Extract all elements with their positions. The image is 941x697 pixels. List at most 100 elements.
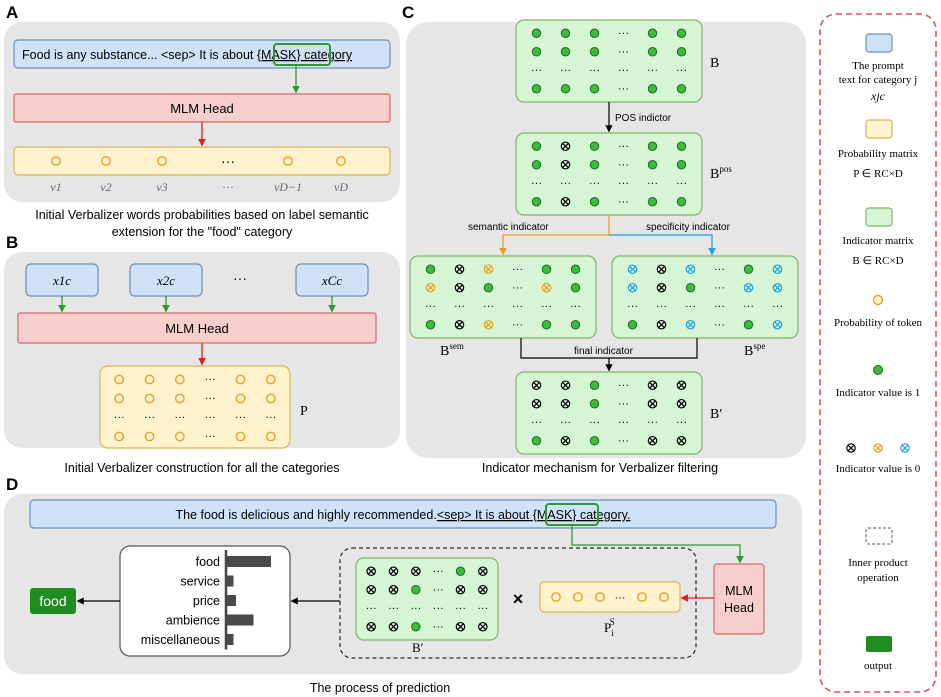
indicator-one-dot xyxy=(647,84,658,94)
pos-indicator-label: POS indictor xyxy=(615,113,672,124)
indicator-one-dot xyxy=(647,141,658,151)
indicator-zero-symbol xyxy=(531,380,542,391)
ellipsis-glyph: ··· xyxy=(221,153,235,169)
ellipsis-glyph: ··· xyxy=(685,300,696,312)
category-score-bar xyxy=(226,575,234,587)
indicator-zero-cross xyxy=(562,143,569,150)
indicator-zero-symbol xyxy=(772,264,783,275)
indicator-zero-ring xyxy=(743,282,754,293)
indicator-zero-ring xyxy=(873,443,883,453)
indicator-zero-symbol xyxy=(647,398,658,409)
indicator-zero-ring xyxy=(425,282,436,293)
indicator-zero-symbol xyxy=(455,584,466,595)
ellipsis-glyph: ··· xyxy=(433,584,444,596)
ellipsis-glyph: ··· xyxy=(618,177,629,189)
indicator-zero-symbol xyxy=(388,584,399,595)
panel-d-prompt-text: The food is delicious and highly recomme… xyxy=(176,508,631,522)
indicator-one-dot xyxy=(560,28,571,38)
indicator-zero-cross xyxy=(629,284,636,291)
ellipsis-glyph: ··· xyxy=(512,319,523,331)
category-label: miscellaneous xyxy=(141,633,220,647)
legend-indicator-swatch xyxy=(865,207,893,227)
ellipsis-glyph: ··· xyxy=(235,412,246,424)
indicator-zero-symbol xyxy=(647,380,658,391)
ellipsis-glyph: ··· xyxy=(512,300,523,312)
probability-dot xyxy=(283,156,293,166)
ellipsis-glyph: ··· xyxy=(205,374,216,386)
indicator-zero-symbol xyxy=(627,264,638,275)
probability-dot xyxy=(659,592,669,602)
indicator-one-dot xyxy=(570,320,581,330)
indicator-zero-cross xyxy=(649,437,656,444)
indicator-one-dot xyxy=(411,585,421,595)
indicator-zero-ring xyxy=(388,621,399,632)
indicator-zero-cross xyxy=(533,382,540,389)
indicator-zero-cross xyxy=(649,400,656,407)
matrix-b-final-label: B′ xyxy=(710,407,722,422)
indicator-zero-ring xyxy=(366,621,376,632)
indicator-zero-ring xyxy=(647,398,658,409)
indicator-zero-cross xyxy=(485,266,492,273)
indicator-zero-symbol xyxy=(676,435,687,446)
indicator-zero-ring xyxy=(388,584,399,595)
matrix-b-spe xyxy=(611,255,799,339)
legend-item-prompt-1: The prompt xyxy=(852,60,904,72)
legend-inner-product-icon xyxy=(865,527,893,545)
indicator-zero-cross xyxy=(658,284,665,291)
ellipsis-glyph: ··· xyxy=(618,379,629,391)
indicator-one-dot xyxy=(589,436,600,446)
panel-d-times-symbol: × xyxy=(513,589,524,609)
indicator-zero-symbol xyxy=(478,584,488,595)
indicator-zero-symbol xyxy=(846,443,856,453)
indicator-zero-cross xyxy=(543,284,550,291)
indicator-one-dot xyxy=(425,264,436,274)
indicator-zero-symbol xyxy=(454,264,465,275)
indicator-one-dot xyxy=(589,160,600,170)
ellipsis-glyph: ··· xyxy=(618,398,629,410)
indicator-zero-ring xyxy=(627,282,638,293)
indicator-one-dot xyxy=(531,84,542,94)
panel-b-letter: B xyxy=(6,233,18,252)
indicator-one-dot xyxy=(589,399,600,409)
indicator-zero-cross xyxy=(687,321,694,328)
indicator-zero-symbol xyxy=(685,319,696,330)
probability-dot xyxy=(144,431,155,442)
ellipsis-glyph: ··· xyxy=(366,602,377,614)
indicator-zero-symbol xyxy=(388,566,399,577)
probability-dot xyxy=(573,592,583,602)
specificity-indicator-label: specificity indicator xyxy=(646,222,731,233)
indicator-zero-ring xyxy=(772,319,783,330)
indicator-zero-cross xyxy=(562,198,569,205)
indicator-zero-cross xyxy=(678,437,685,444)
legend-border xyxy=(819,13,937,693)
indicator-one-dot xyxy=(570,264,581,274)
legend-indicator-zero-icons xyxy=(846,443,910,453)
ellipsis-glyph: ··· xyxy=(388,602,399,614)
indicator-zero-symbol xyxy=(647,435,658,446)
vocab-label: vD xyxy=(334,180,348,194)
legend-output-swatch xyxy=(866,636,892,652)
indicator-one-dot xyxy=(647,197,658,207)
panel-a-prompt-box xyxy=(13,39,391,69)
matrix-b-pos xyxy=(515,132,703,216)
indicator-one-dot xyxy=(676,47,687,57)
subscript: i xyxy=(611,628,614,638)
indicator-zero-symbol xyxy=(900,443,910,453)
panel-a-mask-highlight xyxy=(273,43,331,66)
legend-item-zero: Indicator value is 0 xyxy=(836,463,921,475)
ellipsis-glyph: ··· xyxy=(589,177,600,189)
indicator-one-dot xyxy=(589,28,600,38)
indicator-zero-cross xyxy=(456,266,463,273)
ellipsis-glyph: ··· xyxy=(114,412,125,424)
indicator-zero-ring xyxy=(411,566,421,577)
panel-d-mlm-label-2: Head xyxy=(724,601,754,615)
indicator-zero-symbol xyxy=(560,141,571,152)
indicator-zero-cross xyxy=(390,568,397,575)
indicator-zero-symbol xyxy=(676,380,687,391)
indicator-zero-symbol xyxy=(560,435,571,446)
ellipsis-glyph: ··· xyxy=(205,431,216,443)
matrix-b-spe-cells: ··························· xyxy=(627,263,783,331)
indicator-zero-ring xyxy=(478,566,488,577)
indicator-zero-symbol xyxy=(743,282,754,293)
indicator-one-dot xyxy=(743,264,754,274)
